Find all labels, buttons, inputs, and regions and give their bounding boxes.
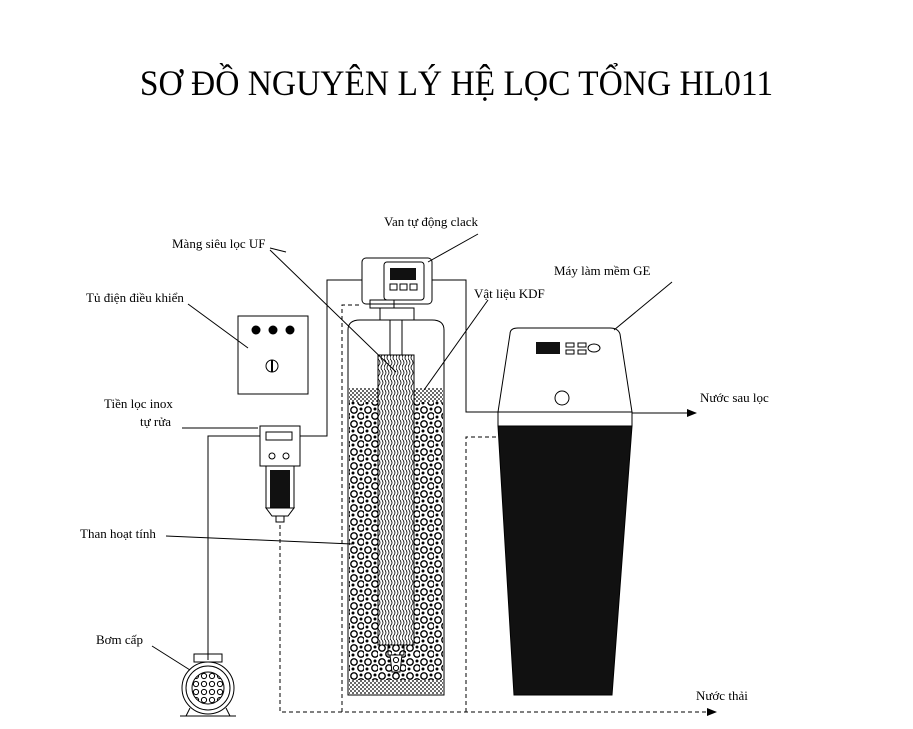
indicator-light-icon xyxy=(251,325,261,335)
label-uf-membrane: Màng siêu lọc UF xyxy=(172,236,266,251)
label-kdf: Vật liệu KDF xyxy=(474,286,545,301)
indicator-light-icon xyxy=(268,325,278,335)
self-cleaning-prefilter xyxy=(259,425,301,523)
control-box xyxy=(237,315,309,395)
label-prefilter-2: tự rửa xyxy=(140,414,171,429)
feed-pump xyxy=(180,653,236,717)
label-pump: Bơm cấp xyxy=(96,632,143,647)
supply-pipes xyxy=(207,279,697,660)
label-outlet: Nước sau lọc xyxy=(700,390,769,405)
indicator-light-icon xyxy=(285,325,295,335)
label-softener: Máy làm mềm GE xyxy=(554,263,650,278)
label-control-box: Tủ điện điều khiển xyxy=(86,290,184,305)
clack-valve xyxy=(361,257,433,321)
label-prefilter-1: Tiền lọc inox xyxy=(104,396,173,411)
softener-ge xyxy=(497,327,633,696)
label-clack-valve: Van tự động clack xyxy=(384,214,479,229)
filter-tank xyxy=(347,319,445,696)
label-waste: Nước thải xyxy=(696,688,748,703)
waste-lines xyxy=(279,304,717,716)
leader-lines xyxy=(151,233,673,671)
page-title: SƠ ĐỒ NGUYÊN LÝ HỆ LỌC TỔNG HL011 xyxy=(139,63,774,103)
label-carbon: Than hoạt tính xyxy=(80,526,156,541)
